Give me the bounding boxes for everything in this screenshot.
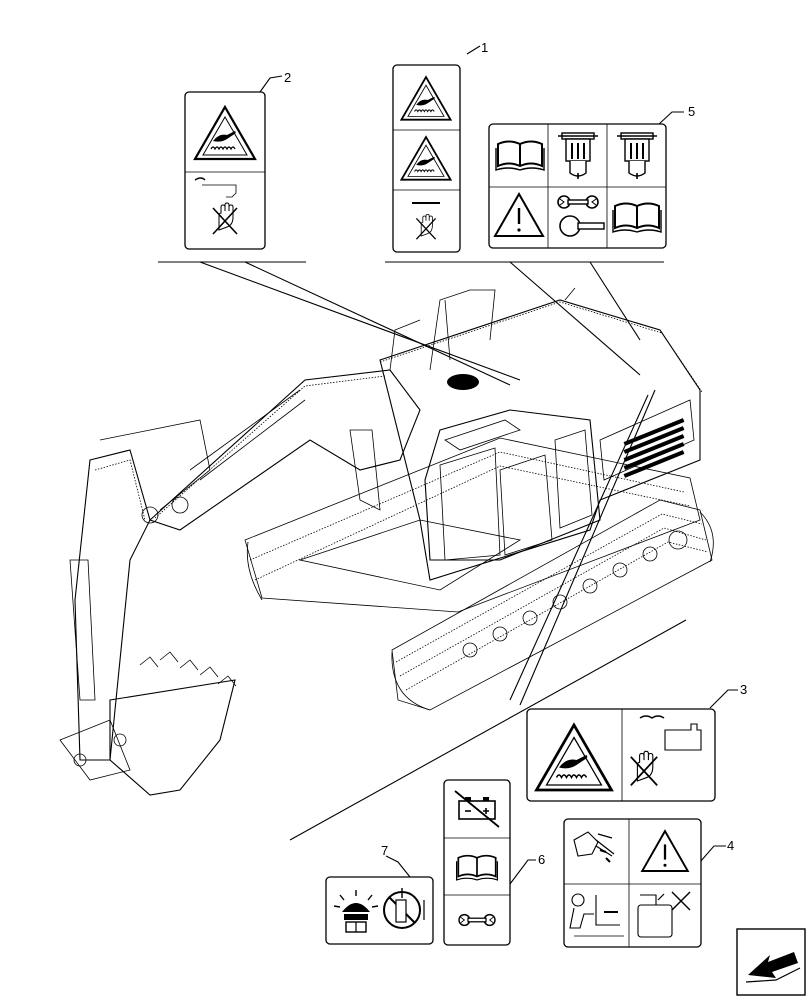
decal-5-fuel-filter-service <box>488 123 667 249</box>
operator-seat-icon <box>569 893 624 937</box>
callout-5: 5 <box>688 104 695 119</box>
callout-numbers: 1 2 3 4 5 6 7 <box>284 40 747 867</box>
excavator-outline <box>59 287 714 796</box>
callout-6: 6 <box>538 852 545 867</box>
decal-1-hot-surface <box>392 64 461 253</box>
decal-3-hot-coolant <box>526 708 716 802</box>
filter-wrench-icon <box>557 195 605 237</box>
callout-2: 2 <box>284 70 291 85</box>
no-open-reservoir-icon <box>637 891 691 938</box>
callout-3: 3 <box>740 682 747 697</box>
decal-6-battery-service <box>443 779 511 946</box>
next-page-arrow-icon[interactable] <box>736 928 806 996</box>
callout-4: 4 <box>727 838 734 853</box>
callout-7: 7 <box>381 843 388 858</box>
callout-1: 1 <box>481 40 488 55</box>
no-beacon-icon <box>383 888 425 929</box>
decal-4-pressurized-fluid <box>563 818 702 948</box>
beacon-light-icon <box>333 890 379 933</box>
fluid-jet-hand-icon <box>573 831 615 863</box>
decal-7-beacon-light <box>325 876 434 945</box>
decal-2-hot-surface <box>184 91 266 250</box>
leader-lines <box>158 45 738 885</box>
